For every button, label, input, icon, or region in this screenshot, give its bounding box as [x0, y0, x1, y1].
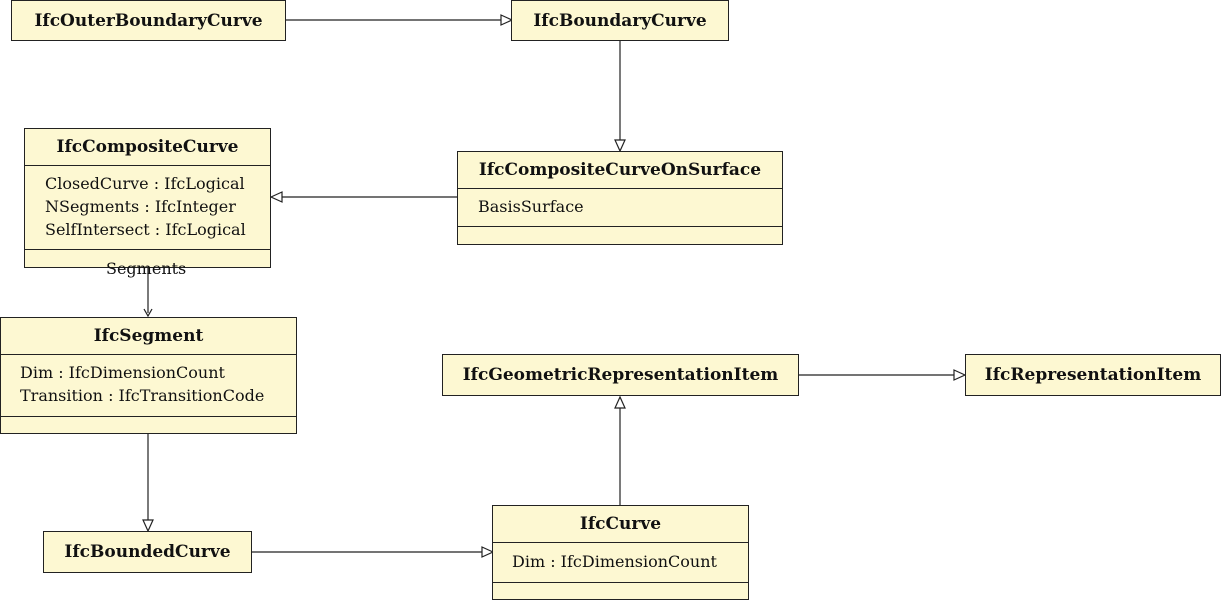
class-name: IfcGeometricRepresentationItem — [462, 365, 779, 385]
class-name: IfcCompositeCurve — [25, 129, 270, 166]
class-ifcouterboundarycurve: IfcOuterBoundaryCurve — [11, 0, 286, 41]
class-name: IfcBoundaryCurve — [533, 10, 707, 31]
association-arrowhead — [143, 308, 153, 318]
class-name: IfcOuterBoundaryCurve — [34, 10, 263, 31]
attribute-compartment: BasisSurface — [458, 189, 782, 227]
attribute-compartment: Dim : IfcDimensionCount — [493, 543, 748, 583]
generalization-arrowhead — [500, 14, 514, 26]
class-ifcgeometricrepresentationitem: IfcGeometricRepresentationItem — [442, 354, 799, 396]
generalization-arrowhead — [269, 191, 283, 203]
class-name: IfcCompositeCurveOnSurface — [458, 152, 782, 189]
attribute: Transition : IfcTransitionCode — [20, 386, 265, 405]
class-name: IfcBoundedCurve — [64, 542, 231, 562]
attribute: NSegments : IfcInteger — [45, 197, 236, 216]
generalization-arrowhead — [953, 369, 967, 381]
class-name: IfcCurve — [493, 506, 748, 543]
association-label-segments: Segments — [106, 259, 187, 278]
generalization-arrowhead — [614, 395, 626, 409]
attribute-compartment: ClosedCurve : IfcLogical NSegments : Ifc… — [25, 166, 270, 250]
class-ifcsegment: IfcSegment Dim : IfcDimensionCount Trans… — [0, 317, 297, 434]
class-name: IfcRepresentationItem — [984, 365, 1202, 385]
generalization-arrowhead — [614, 139, 626, 153]
attribute-compartment: Dim : IfcDimensionCount Transition : Ifc… — [1, 355, 296, 417]
class-ifcboundedcurve: IfcBoundedCurve — [43, 531, 252, 573]
attribute: ClosedCurve : IfcLogical — [45, 174, 245, 193]
attribute: Dim : IfcDimensionCount — [512, 552, 717, 571]
class-ifccurve: IfcCurve Dim : IfcDimensionCount — [492, 505, 749, 600]
class-ifccompositecurveonsurface: IfcCompositeCurveOnSurface BasisSurface — [457, 151, 783, 245]
class-ifccompositecurve: IfcCompositeCurve ClosedCurve : IfcLogic… — [24, 128, 271, 268]
attribute: BasisSurface — [478, 197, 584, 216]
generalization-arrowhead — [142, 519, 154, 533]
attribute: Dim : IfcDimensionCount — [20, 363, 225, 382]
attribute: SelfIntersect : IfcLogical — [45, 220, 246, 239]
generalization-arrowhead — [481, 546, 495, 558]
class-ifcboundarycurve: IfcBoundaryCurve — [511, 0, 729, 41]
class-name: IfcSegment — [1, 318, 296, 355]
class-ifcrepresentationitem: IfcRepresentationItem — [965, 354, 1221, 396]
